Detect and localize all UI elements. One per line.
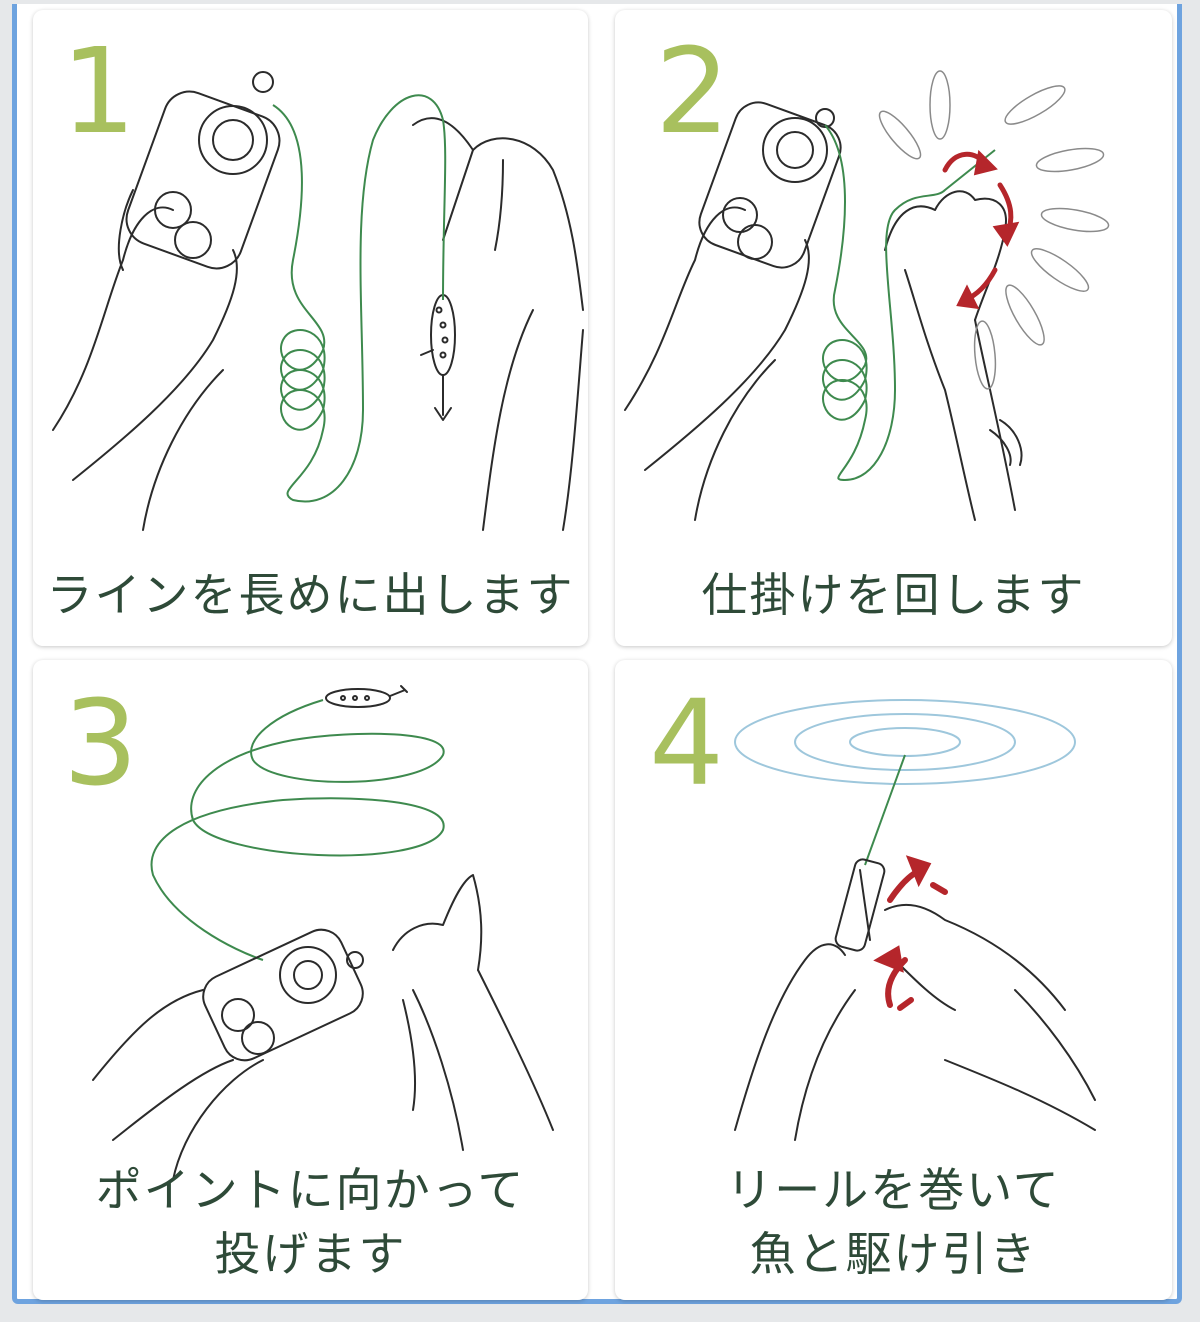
reel-icon xyxy=(834,858,886,952)
reel-icon xyxy=(125,71,281,270)
step-card-1: 1 ラインを長めに出します xyxy=(33,10,588,646)
step-caption-2: 仕掛けを回します xyxy=(615,563,1172,627)
caption-line: リールを巻いて xyxy=(726,1163,1061,1217)
lure-icon xyxy=(878,70,1110,390)
step-3-illustration: 3 xyxy=(63,674,554,1181)
hand-icon xyxy=(52,189,238,531)
step-card-3: 3 ポイントに向かって 投げます xyxy=(33,660,588,1300)
step-card-4: 4 リールを巻いて 魚と駆け引き xyxy=(615,660,1172,1300)
reel-icon xyxy=(202,928,364,1062)
illustration-frame: 1 ラインを長めに出します xyxy=(12,4,1182,1304)
ripple-icon xyxy=(734,699,1076,785)
rotation-arrow-icon xyxy=(873,855,948,1011)
caption-line: ラインを長めに出します xyxy=(46,568,575,622)
hand-icon xyxy=(412,117,584,531)
step-number-3: 3 xyxy=(63,674,138,812)
step-caption-1: ラインを長めに出します xyxy=(33,563,588,627)
caption-line: 投げます xyxy=(214,1227,407,1281)
hand-icon xyxy=(624,206,810,521)
step-1-illustration: 1 xyxy=(52,22,584,531)
step-number-1: 1 xyxy=(61,22,136,160)
reel-icon xyxy=(698,101,842,269)
step-2-illustration: 2 xyxy=(624,22,1110,521)
caption-line: ポイントに向かって xyxy=(95,1163,526,1217)
step-number-2: 2 xyxy=(655,22,730,160)
caption-line: 魚と駆け引き xyxy=(749,1227,1038,1281)
caption-line: 仕掛けを回します xyxy=(701,568,1086,622)
step-caption-3: ポイントに向かって 投げます xyxy=(33,1158,588,1286)
step-card-2: 2 仕掛けを回します xyxy=(615,10,1172,646)
step-number-4: 4 xyxy=(649,674,724,812)
hand-icon xyxy=(92,874,554,1181)
hand-icon xyxy=(884,190,1023,521)
lure-icon xyxy=(420,294,456,421)
hand-icon xyxy=(734,903,1096,1141)
rotation-arrow-icon xyxy=(942,149,1020,310)
step-4-illustration: 4 xyxy=(649,674,1096,1141)
lure-icon xyxy=(325,685,408,708)
step-caption-4: リールを巻いて 魚と駆け引き xyxy=(615,1158,1172,1286)
